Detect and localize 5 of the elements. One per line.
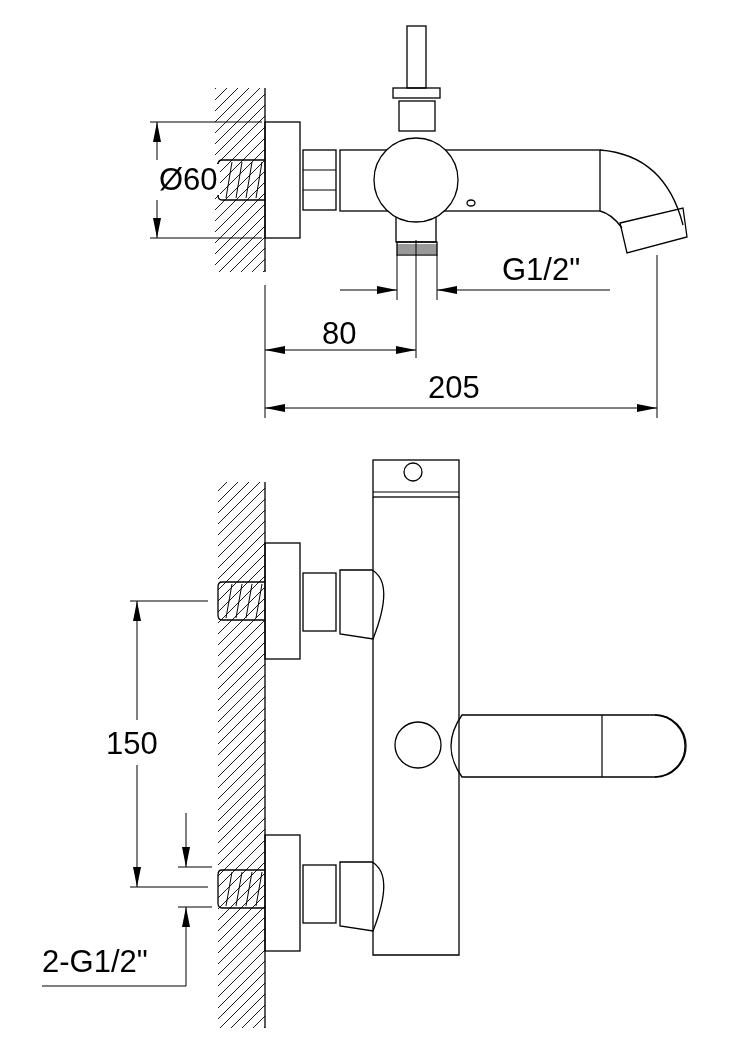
- thread-size-label: G1/2": [501, 254, 582, 285]
- diameter-dimension-label: Ø60: [157, 164, 220, 195]
- dimension-label: 205: [427, 372, 481, 403]
- dimension-label: 80: [321, 318, 358, 349]
- thread-size-label: 2-G1/2": [41, 946, 149, 977]
